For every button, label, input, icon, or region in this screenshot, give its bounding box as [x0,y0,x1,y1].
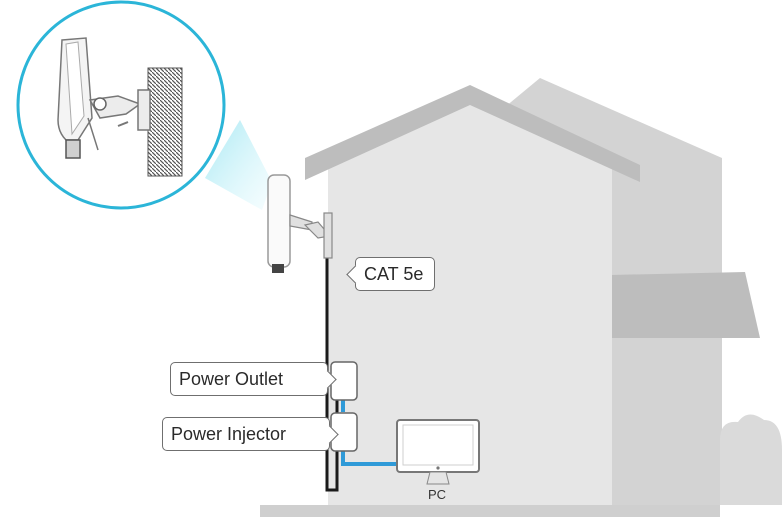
zoom-detail [16,0,226,210]
cat5e-label: CAT 5e [364,264,424,284]
power-outlet-callout: Power Outlet [170,362,337,396]
zoom-beam [205,120,272,210]
cat5e-callout: CAT 5e [346,257,435,291]
power-injector-label: Power Injector [171,424,287,444]
pc-label: PC [427,487,447,502]
antenna-icon [267,174,291,273]
monitor-icon [396,419,480,485]
mounting-bracket-icon [289,212,333,259]
power-injector-callout: Power Injector [162,417,339,451]
power-outlet-label: Power Outlet [179,369,284,389]
front-house [260,85,720,517]
